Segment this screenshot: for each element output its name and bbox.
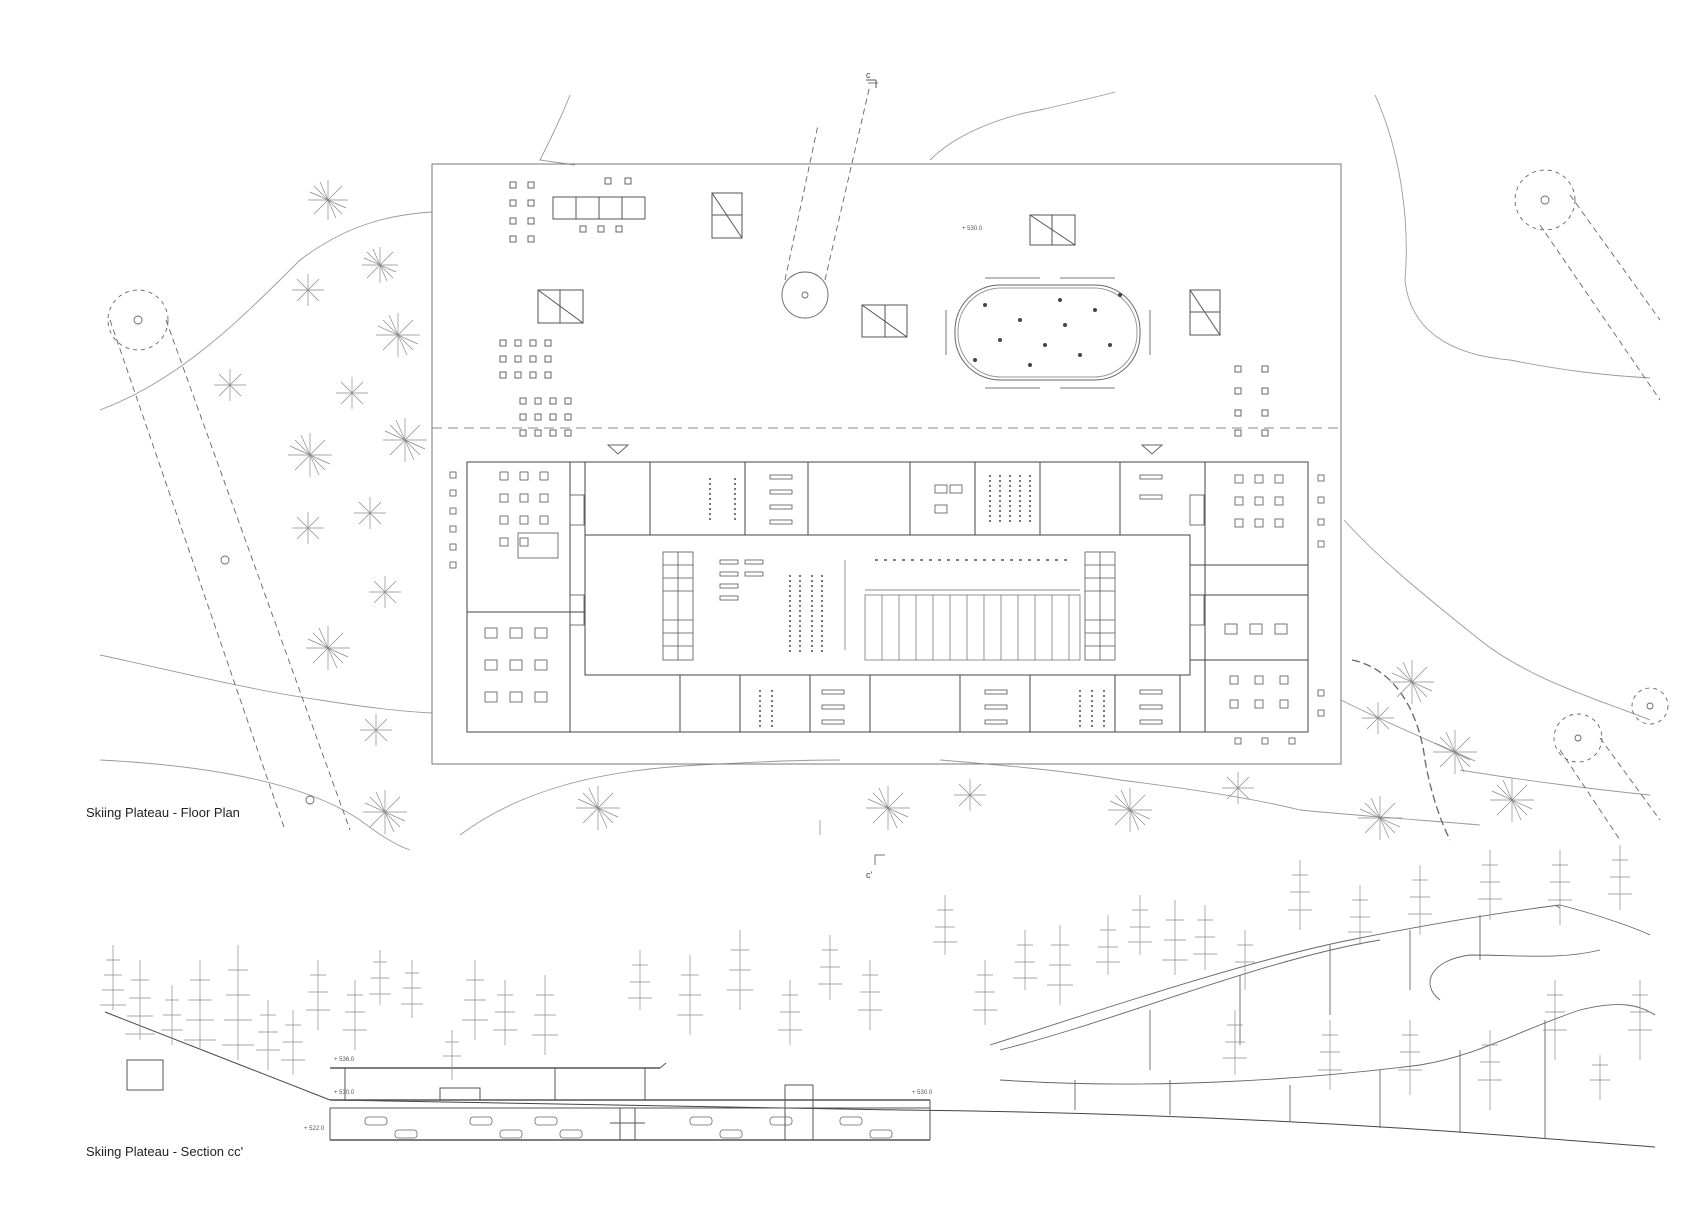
terrace-outline [431, 163, 1342, 765]
ski-lift-center [781, 82, 885, 865]
section-cc [100, 845, 1656, 1148]
entrance-marker-right [1140, 444, 1164, 455]
level-section-roof: + 536.0 [334, 1057, 355, 1063]
skaters [973, 293, 1122, 367]
level-section-floor: + 530.0 [334, 1090, 355, 1096]
restaurant-tables [449, 471, 1325, 745]
section-left-hut [126, 1059, 164, 1091]
level-section-right: + 530.0 [912, 1090, 933, 1096]
ski-jump-structures [989, 904, 1656, 1139]
stair-cores-terrace [537, 192, 1221, 338]
section-cars [364, 1116, 893, 1139]
bench-rows [709, 475, 1105, 728]
ground-line [104, 1011, 1656, 1148]
plan-trees [214, 180, 1534, 840]
level-plan-terrace: + 530.0 [962, 226, 983, 232]
lockers-small [719, 474, 1163, 725]
interior-building [466, 461, 1309, 733]
section-marker-lines [866, 79, 877, 88]
rink-benches [945, 277, 1151, 389]
ski-lift-right [1351, 169, 1669, 841]
section-mark-bottom: c' [866, 870, 873, 880]
section-trees [100, 845, 1652, 1110]
section-caption: Skiing Plateau - Section cc' [86, 1144, 244, 1159]
section-mark-top: c [866, 70, 871, 80]
ice-rink [954, 284, 1141, 381]
equipment-racks [844, 560, 1081, 661]
terrace-tables [499, 177, 1269, 437]
entrance-marker-left [606, 444, 630, 455]
floor-plan-caption: Skiing Plateau - Floor Plan [86, 805, 240, 820]
ski-lift-left [107, 289, 351, 831]
ice-rink-inner [957, 287, 1138, 378]
interior-stairs [569, 494, 1205, 661]
floor-plan [99, 79, 1669, 865]
terrain-contours [99, 91, 1651, 851]
level-section-garage: + 522.0 [304, 1126, 325, 1132]
section-building [329, 1062, 931, 1141]
